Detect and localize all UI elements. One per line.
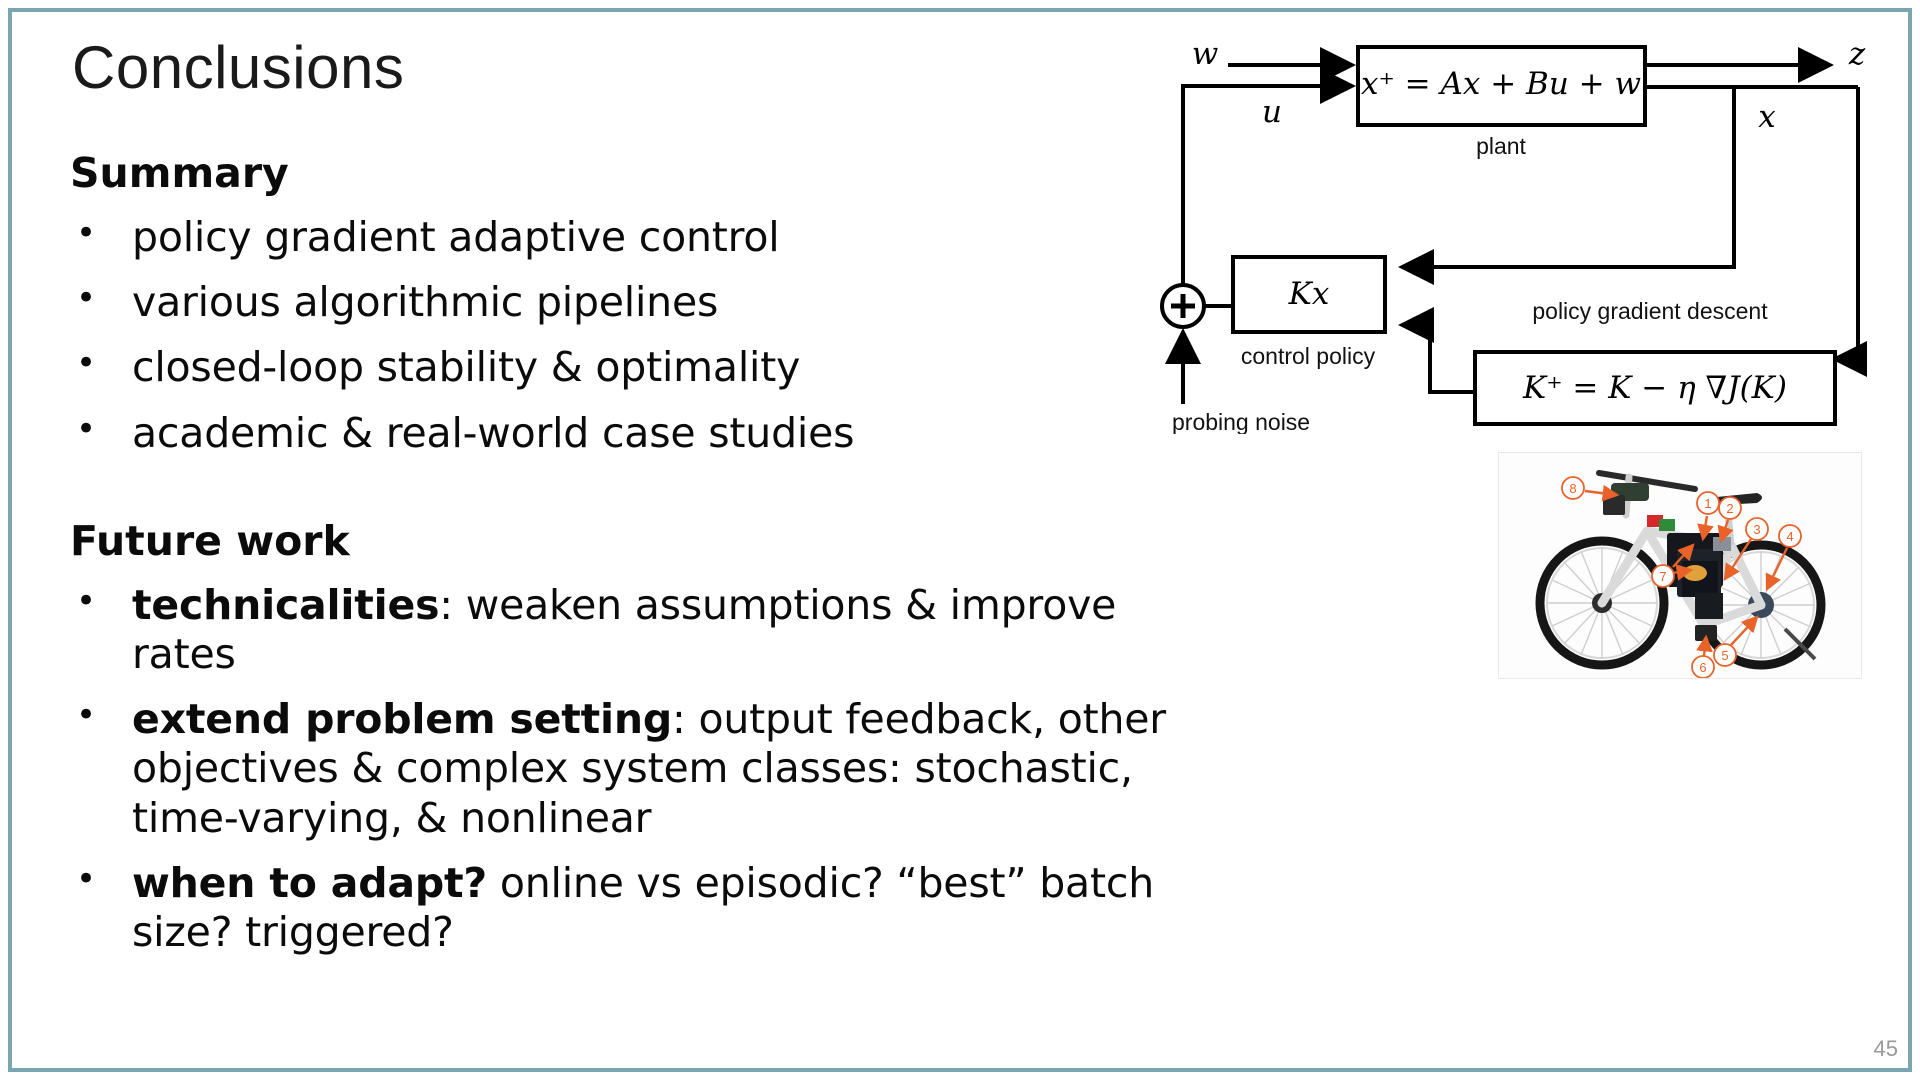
update-equation: K⁺ = K − η ∇J(K) (1522, 370, 1787, 406)
callout-2: 2 (1726, 501, 1733, 516)
photo-callouts: 8 1 2 3 4 5 (1561, 476, 1802, 678)
summary-item-2: various algorithmic pipelines (132, 278, 719, 327)
summary-item-4: academic & real-world case studies (132, 408, 855, 457)
signal-u-label: u (1262, 94, 1282, 130)
callout-6: 6 (1699, 660, 1706, 675)
future-item-3: when to adapt? online vs episodic? “best… (132, 859, 1210, 957)
future-item-2-lead: extend problem setting (132, 695, 673, 744)
bullet-icon: • (76, 858, 97, 899)
policy-equation: Kx (1288, 276, 1330, 312)
policy-update-block (1473, 350, 1837, 426)
summary-bullet-list: • policy gradient adaptive control • var… (70, 213, 1210, 458)
future-work-heading: Future work (70, 516, 350, 565)
bullet-icon: • (76, 580, 97, 621)
summary-heading: Summary (70, 149, 289, 197)
list-item: • policy gradient adaptive control (70, 213, 1210, 262)
callout-4: 4 (1786, 529, 1793, 544)
list-item: • closed-loop stability & optimality (70, 343, 1210, 392)
future-item-1: technicalities: weaken assumptions & imp… (132, 581, 1210, 679)
u-feedback-path (1181, 68, 1356, 306)
signal-x-label: x (1758, 99, 1776, 135)
bullet-icon: • (76, 278, 97, 319)
list-item: • academic & real-world case studies (70, 409, 1210, 458)
bullet-icon: • (76, 213, 97, 254)
future-item-1-rest: : weaken assumptions & improve rates (132, 580, 1117, 679)
policy-gradient-descent-label: policy gradient descent (1532, 298, 1768, 324)
bullet-icon: • (76, 408, 97, 449)
x-to-update-path (1831, 87, 1867, 377)
bullet-icon: • (76, 695, 97, 736)
list-item: • when to adapt? online vs episodic? “be… (70, 859, 1210, 957)
instrumented-bicycle-photo: 8 1 2 3 4 5 (1498, 452, 1862, 679)
summary-item-1: policy gradient adaptive control (132, 213, 780, 262)
probing-noise-label: probing noise (1172, 409, 1310, 434)
bullet-icon: • (76, 343, 97, 384)
signal-w-label: w (1192, 36, 1219, 72)
future-item-1-lead: technicalities (132, 580, 440, 629)
summary-item-3: closed-loop stability & optimality (132, 343, 801, 392)
future-item-2-rest: : output feedback, other objectives & co… (132, 695, 1166, 842)
future-work-bullet-list: • technicalities: weaken assumptions & i… (70, 581, 1210, 957)
bike-rear-wheel (1535, 536, 1669, 670)
control-loop-diagram: x⁺ = Ax + Bu + w plant w u z x Kx contro… (1130, 14, 1920, 434)
callout-7: 7 (1659, 569, 1666, 584)
list-item: • extend problem setting: output feedbac… (70, 695, 1210, 843)
future-item-3-lead: when to adapt? (132, 858, 487, 907)
section-spacer (70, 474, 1210, 520)
callout-3: 3 (1753, 522, 1760, 537)
callout-5: 5 (1721, 648, 1728, 663)
signal-z-label: z (1848, 36, 1866, 72)
update-to-policy-path (1398, 307, 1475, 394)
plant-equation: x⁺ = Ax + Bu + w (1361, 66, 1641, 102)
page-number: 45 (1873, 1036, 1898, 1061)
list-item: • various algorithmic pipelines (70, 278, 1210, 327)
content-column: Summary • policy gradient adaptive contr… (70, 149, 1210, 973)
bike-kickstand (1783, 627, 1817, 661)
future-item-2: extend problem setting: output feedback,… (132, 695, 1210, 843)
page-title: Conclusions (72, 34, 405, 101)
list-item: • technicalities: weaken assumptions & i… (70, 581, 1210, 679)
x-to-policy-path (1398, 87, 1736, 285)
plant-label: plant (1476, 133, 1526, 159)
callout-8: 8 (1569, 481, 1576, 496)
control-policy-block (1231, 255, 1387, 334)
future-item-3-rest: online vs episodic? “best” batch size? t… (132, 858, 1154, 956)
callout-1: 1 (1704, 496, 1711, 511)
control-policy-label: control policy (1241, 343, 1376, 369)
